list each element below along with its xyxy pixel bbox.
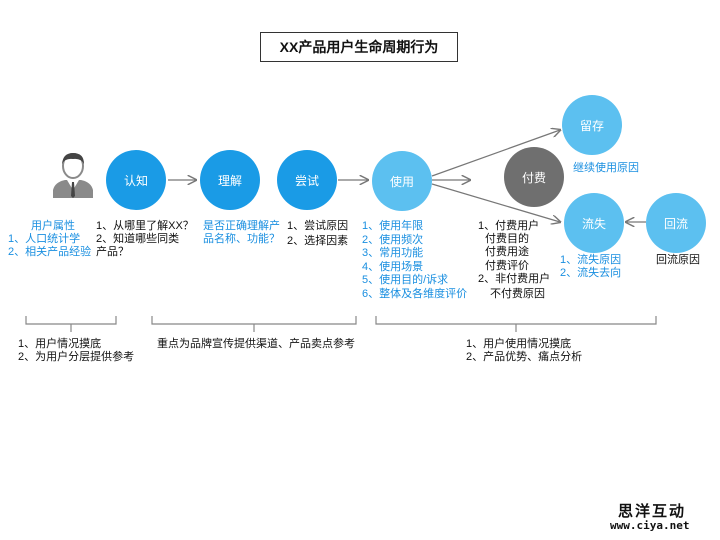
arrow-usage-churn [431, 183, 560, 222]
node-payment: 付费 [504, 147, 564, 207]
user-icon [53, 153, 93, 198]
diagram-title: XX产品用户生命周期行为 [260, 32, 458, 62]
trial-note: 2、选择因素 [287, 235, 349, 247]
payment-note: 付费用途 [485, 246, 529, 258]
node-understanding-label: 理解 [217, 173, 242, 188]
churn-note: 1、流失原因 [560, 254, 622, 266]
node-usage: 使用 [372, 151, 432, 211]
retention-note: 继续使用原因 [573, 162, 639, 174]
node-churn: 流失 [564, 193, 624, 253]
usage-note: 6、整体及各维度评价 [362, 288, 468, 300]
usage-note: 5、使用目的/诉求 [362, 274, 449, 286]
churn-note: 2、流失去向 [560, 267, 622, 279]
node-retention: 留存 [562, 95, 622, 155]
user-attrs-item: 1、人口统计学 [8, 233, 81, 245]
summary-left-item: 1、用户情况摸底 [18, 338, 102, 350]
node-return-label: 回流 [663, 216, 688, 231]
usage-note: 1、使用年限 [362, 220, 424, 232]
node-return: 回流 [646, 193, 706, 253]
summary-right-item: 1、用户使用情况摸底 [466, 338, 572, 350]
node-awareness-label: 认知 [123, 173, 148, 188]
understanding-note: 是否正确理解产 [203, 220, 280, 232]
usage-note: 3、常用功能 [362, 247, 424, 259]
awareness-note: 1、从哪里了解XX？ [96, 220, 194, 232]
node-churn-label: 流失 [581, 216, 606, 231]
payment-note: 1、付费用户 [478, 220, 540, 232]
logo-url: www.ciya.net [610, 519, 690, 532]
summary-mid: 重点为品牌宣传提供渠道、产品卖点参考 [157, 338, 355, 350]
awareness-note: 2、知道哪些同类 [96, 233, 180, 245]
usage-note: 4、使用场景 [362, 261, 424, 273]
node-payment-label: 付费 [521, 170, 546, 185]
awareness-note: 产品？ [96, 246, 129, 258]
bracket-mid [151, 316, 357, 332]
node-trial-label: 尝试 [294, 173, 319, 188]
node-trial: 尝试 [277, 150, 337, 210]
trial-note: 1、尝试原因 [287, 220, 349, 232]
node-awareness: 认知 [106, 150, 166, 210]
payment-note: 不付费原因 [490, 288, 545, 300]
user-attrs-heading: 用户属性 [31, 220, 75, 232]
node-usage-label: 使用 [389, 174, 414, 189]
user-attrs-item: 2、相关产品经验 [8, 246, 92, 258]
payment-note: 2、非付费用户 [478, 273, 551, 285]
return-note: 回流原因 [656, 254, 700, 266]
bracket-left [25, 316, 117, 332]
node-retention-label: 留存 [579, 118, 604, 133]
logo-text: 思洋互动 [618, 502, 687, 520]
payment-note: 付费目的 [485, 233, 529, 245]
summary-right-item: 2、产品优势、痛点分析 [466, 351, 583, 363]
summary-left-item: 2、为用户分层提供参考 [18, 351, 135, 363]
bracket-right [375, 316, 657, 332]
understanding-note: 品名称、功能？ [203, 233, 280, 245]
payment-note: 付费评价 [485, 260, 529, 272]
usage-note: 2、使用频次 [362, 234, 424, 246]
arrow-usage-retention [431, 130, 560, 177]
node-understanding: 理解 [200, 150, 260, 210]
